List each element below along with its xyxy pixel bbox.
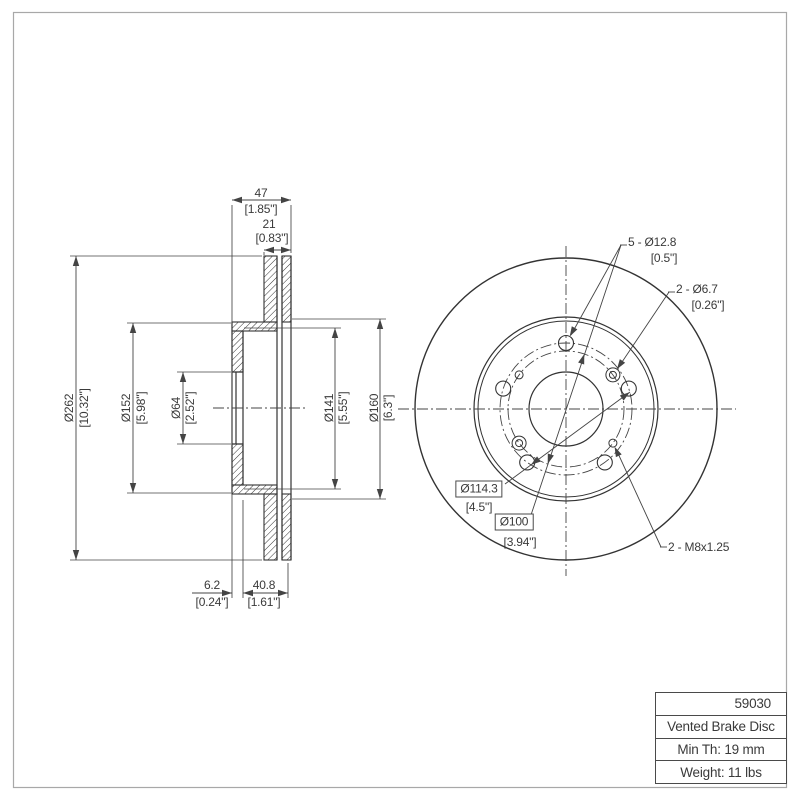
outboard-plate-top bbox=[263, 255, 278, 323]
dim-hat-depth-in: [1.61"] bbox=[247, 595, 281, 609]
lug-hole bbox=[495, 380, 512, 397]
section-extension-lines bbox=[70, 205, 386, 598]
dim-hat-diameter-in: [5.98"] bbox=[134, 391, 148, 425]
label-lug-holes: 5 - Ø12.8 bbox=[628, 235, 677, 249]
front-view bbox=[398, 244, 736, 576]
label-pin-holes-in: [0.26"] bbox=[691, 298, 725, 312]
section-view bbox=[70, 196, 386, 598]
hat-flange-bottom bbox=[231, 484, 278, 495]
dim-hat-depth-mm: 40.8 bbox=[252, 578, 276, 592]
label-pin-holes: 2 - Ø6.7 bbox=[676, 282, 718, 296]
dim-inner-diameter-in: [5.55"] bbox=[336, 391, 350, 425]
outboard-plate-bottom bbox=[263, 493, 278, 561]
dim-overall-width-mm: 47 bbox=[254, 186, 268, 200]
label-bolt-circle-in: [4.5"] bbox=[465, 500, 493, 514]
dim-hat-offset-mm: 6.2 bbox=[203, 578, 221, 592]
label-pilot-circle-in: [3.94"] bbox=[503, 535, 537, 549]
dim-hat-diameter-mm: Ø152 bbox=[119, 393, 133, 423]
title-block-part-number: 59030 bbox=[734, 696, 771, 712]
front-threaded-holes bbox=[511, 367, 621, 451]
dim-outer-diameter-in: [10.32"] bbox=[77, 388, 91, 428]
label-thread-holes: 2 - M8x1.25 bbox=[668, 540, 730, 554]
leader-arrowheads bbox=[530, 326, 630, 465]
dim-disc-thickness-mm: 21 bbox=[262, 217, 276, 231]
title-block: 59030 Vented Brake Disc Min Th: 19 mm We… bbox=[655, 692, 787, 784]
label-bolt-circle: Ø114.3 bbox=[455, 480, 503, 498]
dim-disc-thickness-in: [0.83"] bbox=[255, 231, 289, 245]
title-block-min-thickness: Min Th: 19 mm bbox=[656, 737, 786, 761]
dim-hub-diameter-in: [6.3"] bbox=[381, 394, 395, 422]
title-block-description: Vented Brake Disc bbox=[656, 714, 786, 738]
front-lug-holes bbox=[495, 334, 637, 471]
hat-wall-top bbox=[231, 330, 244, 373]
dim-overall-width-in: [1.85"] bbox=[244, 202, 278, 216]
title-block-weight: Weight: 11 lbs bbox=[656, 760, 786, 783]
front-centerlines bbox=[398, 246, 736, 576]
hat-wall-bottom bbox=[231, 443, 244, 486]
front-leader-lines bbox=[504, 244, 675, 548]
dim-hat-offset-in: [0.24"] bbox=[195, 595, 229, 609]
dim-outer-diameter-mm: Ø262 bbox=[62, 393, 76, 423]
dim-center-bore-mm: Ø64 bbox=[169, 396, 183, 420]
page-border bbox=[12, 11, 788, 789]
lug-hole bbox=[596, 454, 613, 471]
section-dimension-lines bbox=[72, 196, 384, 597]
label-lug-holes-in: [0.5"] bbox=[650, 251, 678, 265]
dim-hub-diameter-mm: Ø160 bbox=[367, 393, 381, 423]
dim-center-bore-in: [2.52"] bbox=[183, 391, 197, 425]
lug-hole bbox=[620, 380, 637, 397]
dim-inner-diameter-mm: Ø141 bbox=[322, 393, 336, 423]
front-pin-holes bbox=[514, 370, 618, 448]
hat-flange-top bbox=[231, 321, 278, 332]
inboard-plate-bottom bbox=[281, 493, 292, 561]
inboard-plate-top bbox=[281, 255, 292, 323]
label-pilot-circle: Ø100 bbox=[494, 513, 534, 531]
